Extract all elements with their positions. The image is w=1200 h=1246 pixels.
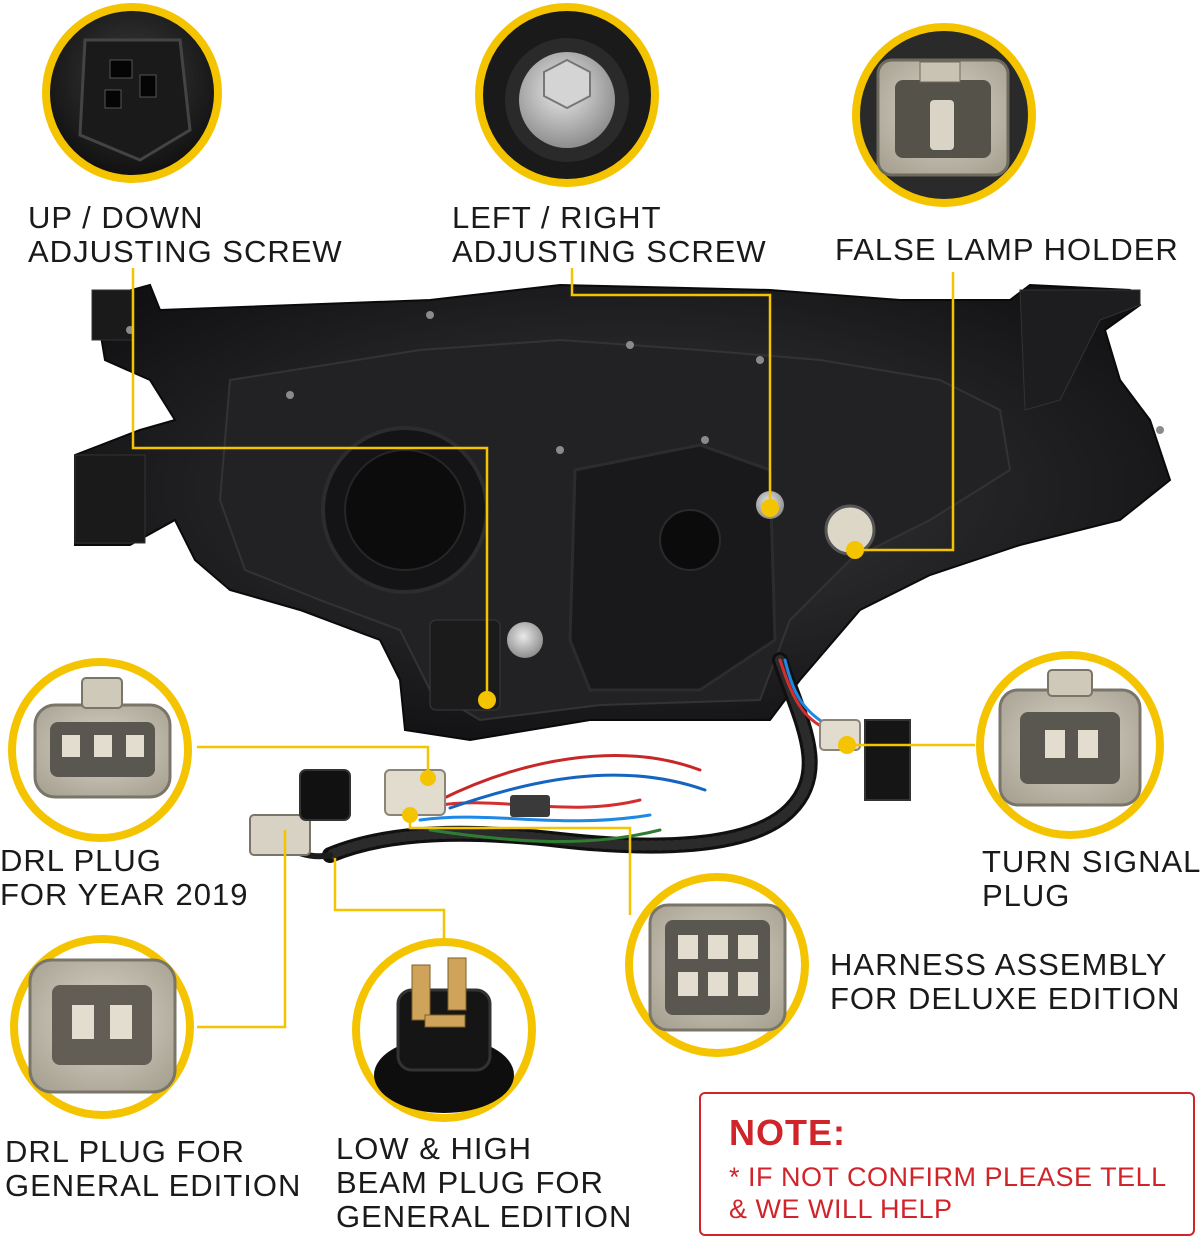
label-up-down-screw: UP / DOWN ADJUSTING SCREW (28, 200, 343, 269)
label-left-right-screw: LEFT / RIGHT ADJUSTING SCREW (452, 200, 767, 269)
detail-circle-updown (42, 3, 222, 183)
detail-circle-leftright (475, 3, 659, 187)
detail-circle-harness (625, 873, 809, 1057)
label-drl-plug-general: DRL PLUG FOR GENERAL EDITION (5, 1134, 302, 1203)
note-line-2: & WE WILL HELP (729, 1194, 953, 1224)
detail-circle-drl-2019 (8, 658, 192, 842)
note-line-1: * IF NOT CONFIRM PLEASE TELL (729, 1162, 1167, 1192)
note-box: NOTE: * IF NOT CONFIRM PLEASE TELL & WE … (699, 1092, 1195, 1236)
label-harness-assembly: HARNESS ASSEMBLY FOR DELUXE EDITION (830, 947, 1181, 1016)
callout-dots (402, 499, 864, 823)
headlight-housing (74, 283, 1172, 742)
note-title: NOTE: (729, 1112, 846, 1153)
label-false-lamp-holder: FALSE LAMP HOLDER (835, 232, 1179, 267)
label-low-high-beam-plug: LOW & HIGH BEAM PLUG FOR GENERAL EDITION (336, 1131, 633, 1234)
label-drl-plug-2019: DRL PLUG FOR YEAR 2019 (0, 843, 249, 912)
detail-circle-false-lamp (852, 23, 1036, 207)
label-turn-signal-plug: TURN SIGNAL PLUG (982, 844, 1200, 913)
wiring-harness (249, 652, 911, 863)
detail-circle-drl-general (10, 935, 194, 1119)
detail-circle-low-high (352, 938, 536, 1122)
detail-circle-turn-signal (976, 651, 1164, 839)
